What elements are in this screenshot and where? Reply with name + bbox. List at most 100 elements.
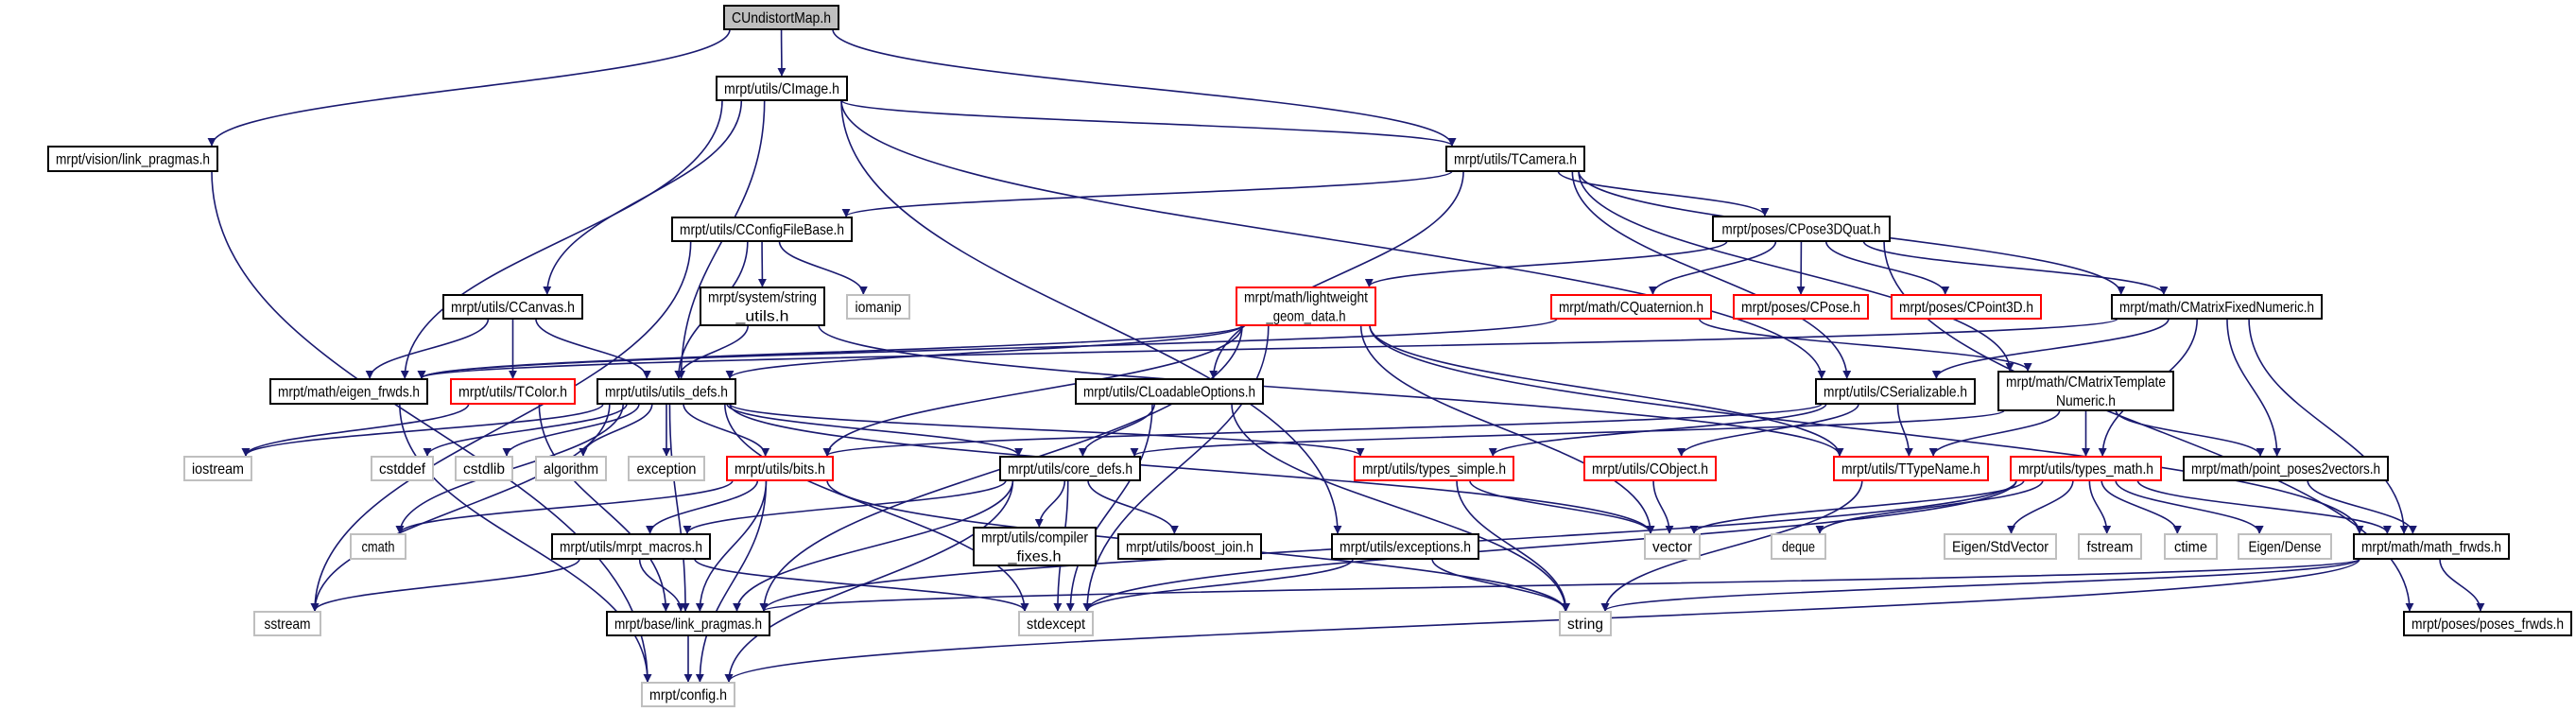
edge-lightweight-to-ttypename xyxy=(1369,324,1844,457)
node-box xyxy=(1944,533,2057,560)
node-label: deque xyxy=(1782,540,1815,556)
node-eigen-frwds[interactable]: mrpt/math/eigen_frwds.h xyxy=(269,378,428,405)
node-layer: CUndistortMap.h mrpt/utils/CImage.h mrpt/v… xyxy=(47,5,2572,707)
edge-utils-defs-to-iostream xyxy=(241,403,604,457)
edge-string-utils-to-utils-defs xyxy=(674,324,750,379)
edge-types-math-to-math-frwds xyxy=(2136,479,2392,534)
node-utils-defs[interactable]: mrpt/utils/utils_defs.h xyxy=(596,378,736,405)
node-compiler-fixes[interactable]: mrpt/utils/compiler_fixes.h xyxy=(973,527,1097,566)
edge-types-math-to-eigen-stdvector xyxy=(2007,479,2074,534)
edge-cimage-to-tcamera xyxy=(840,99,1457,147)
edge-utils-defs-to-vector xyxy=(729,403,1655,534)
node-label: mrpt/math/CMatrixFixedNumeric.h xyxy=(2119,300,2314,316)
node-base-link[interactable]: mrpt/base/link_pragmas.h xyxy=(606,611,770,636)
node-lightweight[interactable]: mrpt/math/lightweight_geom_data.h xyxy=(1236,287,1376,326)
edge-cmatrixtemplatenumeric-to-core-defs xyxy=(1130,409,2005,457)
node-label: mrpt/utils/utils_defs.h xyxy=(605,385,728,401)
node-label: mrpt/utils/CLoadableOptions.h xyxy=(1083,385,1255,401)
node-box xyxy=(450,378,576,405)
node-string-utils[interactable]: mrpt/system/string_utils.h xyxy=(700,287,825,326)
node-box xyxy=(2164,533,2218,560)
node-label: mrpt/utils/CImage.h xyxy=(724,81,839,97)
node-label: cstdlib xyxy=(463,461,505,478)
node-cquaternion[interactable]: mrpt/math/CQuaternion.h xyxy=(1550,294,1712,320)
edge-utils-defs-to-bits xyxy=(683,403,770,457)
node-cundistortmap-h[interactable]: CUndistortMap.h xyxy=(723,5,839,30)
edge-cquaternion-to-eigen-frwds xyxy=(417,318,1558,379)
node-point-poses2vectors[interactable]: mrpt/math/point_poses2vectors.h xyxy=(2183,456,2389,481)
node-label: iostream xyxy=(192,461,244,478)
node-boost-join[interactable]: mrpt/utils/boost_join.h xyxy=(1117,533,1262,560)
node-cconfigfilebase[interactable]: mrpt/utils/CConfigFileBase.h xyxy=(671,217,853,242)
node-types-simple[interactable]: mrpt/utils/types_simple.h xyxy=(1354,456,1514,481)
node-box xyxy=(535,456,607,481)
edge-exceptions-to-string xyxy=(1431,558,1570,612)
node-label: mrpt/utils/mrpt_macros.h xyxy=(560,540,702,556)
node-label: mrpt/poses/CPose3DQuat.h xyxy=(1722,222,1881,238)
edge-core-defs-to-config xyxy=(724,479,1014,683)
node-label: mrpt/poses/CPoint3D.h xyxy=(1899,300,2033,316)
edge-bits-to-base-link xyxy=(695,479,768,612)
node-label: algorithm xyxy=(544,461,598,478)
node-box xyxy=(183,456,252,481)
edge-ttypename-to-string xyxy=(1600,479,1863,612)
node-label: mrpt/utils/TCamera.h xyxy=(1454,152,1577,168)
edge-utils-defs-to-sstream xyxy=(310,403,611,612)
node-label: mrpt/poses/CPose.h xyxy=(1741,300,1860,316)
node-box xyxy=(1236,287,1376,326)
node-types-math[interactable]: mrpt/utils/types_math.h xyxy=(2010,456,2162,481)
edge-mrpt-macros-to-base-link xyxy=(638,558,685,612)
node-label: mrpt/math/eigen_frwds.h xyxy=(278,385,420,401)
node-label: string xyxy=(1567,616,1603,633)
node-box xyxy=(1712,216,1891,242)
node-cpose[interactable]: mrpt/poses/CPose.h xyxy=(1733,294,1869,320)
node-tcolor[interactable]: mrpt/utils/TColor.h xyxy=(450,378,576,405)
node-vector: vector xyxy=(1644,533,1701,560)
edge-core-defs-to-boost-join xyxy=(1087,479,1179,534)
node-label: _geom_data.h xyxy=(1266,309,1346,325)
node-ttypename[interactable]: mrpt/utils/TTypeName.h xyxy=(1833,456,1989,481)
node-box xyxy=(1891,294,2042,320)
edge-point-poses2vectors-to-math-frwds xyxy=(2307,479,2417,534)
node-label: mrpt/utils/core_defs.h xyxy=(1008,461,1132,478)
node-cmath: cmath xyxy=(350,533,406,560)
node-cserializable[interactable]: mrpt/utils/CSerializable.h xyxy=(1815,378,1976,405)
node-cloadableoptions[interactable]: mrpt/utils/CLoadableOptions.h xyxy=(1075,378,1264,405)
node-cimage[interactable]: mrpt/utils/CImage.h xyxy=(716,76,848,101)
node-poses-frwds[interactable]: mrpt/poses/poses_frwds.h xyxy=(2403,611,2572,636)
edge-layer xyxy=(207,28,2485,683)
node-core-defs[interactable]: mrpt/utils/core_defs.h xyxy=(999,456,1141,481)
node-label: mrpt/base/link_pragmas.h xyxy=(614,616,762,633)
node-ccanvas[interactable]: mrpt/utils/CCanvas.h xyxy=(442,294,583,320)
edge-cmatrixfixednumeric-to-cserializable xyxy=(1931,318,2170,379)
node-bits[interactable]: mrpt/utils/bits.h xyxy=(726,456,834,481)
node-label: Eigen/Dense xyxy=(2249,540,2322,556)
edge-ccanvas-to-eigen-frwds xyxy=(365,318,490,379)
node-math-frwds[interactable]: mrpt/math/math_frwds.h xyxy=(2353,533,2510,560)
edge-types-math-to-ctime xyxy=(2101,479,2182,534)
node-label: mrpt/utils/bits.h xyxy=(735,461,825,478)
node-cmatrixfixednumeric[interactable]: mrpt/math/CMatrixFixedNumeric.h xyxy=(2111,294,2323,320)
node-vision-link[interactable]: mrpt/vision/link_pragmas.h xyxy=(47,146,218,172)
edge-cserializable-to-bits xyxy=(822,403,1823,457)
node-cpose3dquat[interactable]: mrpt/poses/CPose3DQuat.h xyxy=(1712,216,1891,242)
edge-tcamera-to-cmatrixtemplatenumeric xyxy=(1578,170,2014,372)
node-box xyxy=(700,287,825,326)
node-label: cmath xyxy=(362,540,395,556)
edge-cmatrixfixednumeric-to-math-frwds xyxy=(2248,318,2409,534)
node-mrpt-macros[interactable]: mrpt/utils/mrpt_macros.h xyxy=(551,533,711,560)
edge-types-math-to-eigen-dense xyxy=(2115,479,2264,534)
edge-cimage-to-exceptions xyxy=(840,99,1342,534)
node-iomanip: iomanip xyxy=(846,294,910,320)
edge-core-defs-to-compiler-fixes xyxy=(1034,479,1066,528)
node-exceptions[interactable]: mrpt/utils/exceptions.h xyxy=(1331,533,1479,560)
node-cobject[interactable]: mrpt/utils/CObject.h xyxy=(1583,456,1717,481)
node-exception: exception xyxy=(628,456,705,481)
node-box xyxy=(999,456,1141,481)
edge-cimage-to-ccanvas xyxy=(543,99,743,295)
node-box xyxy=(1075,378,1264,405)
edge-cconfigfilebase-to-iomanip xyxy=(778,240,868,295)
node-cpoint3d[interactable]: mrpt/poses/CPoint3D.h xyxy=(1891,294,2042,320)
node-tcamera[interactable]: mrpt/utils/TCamera.h xyxy=(1445,146,1585,172)
